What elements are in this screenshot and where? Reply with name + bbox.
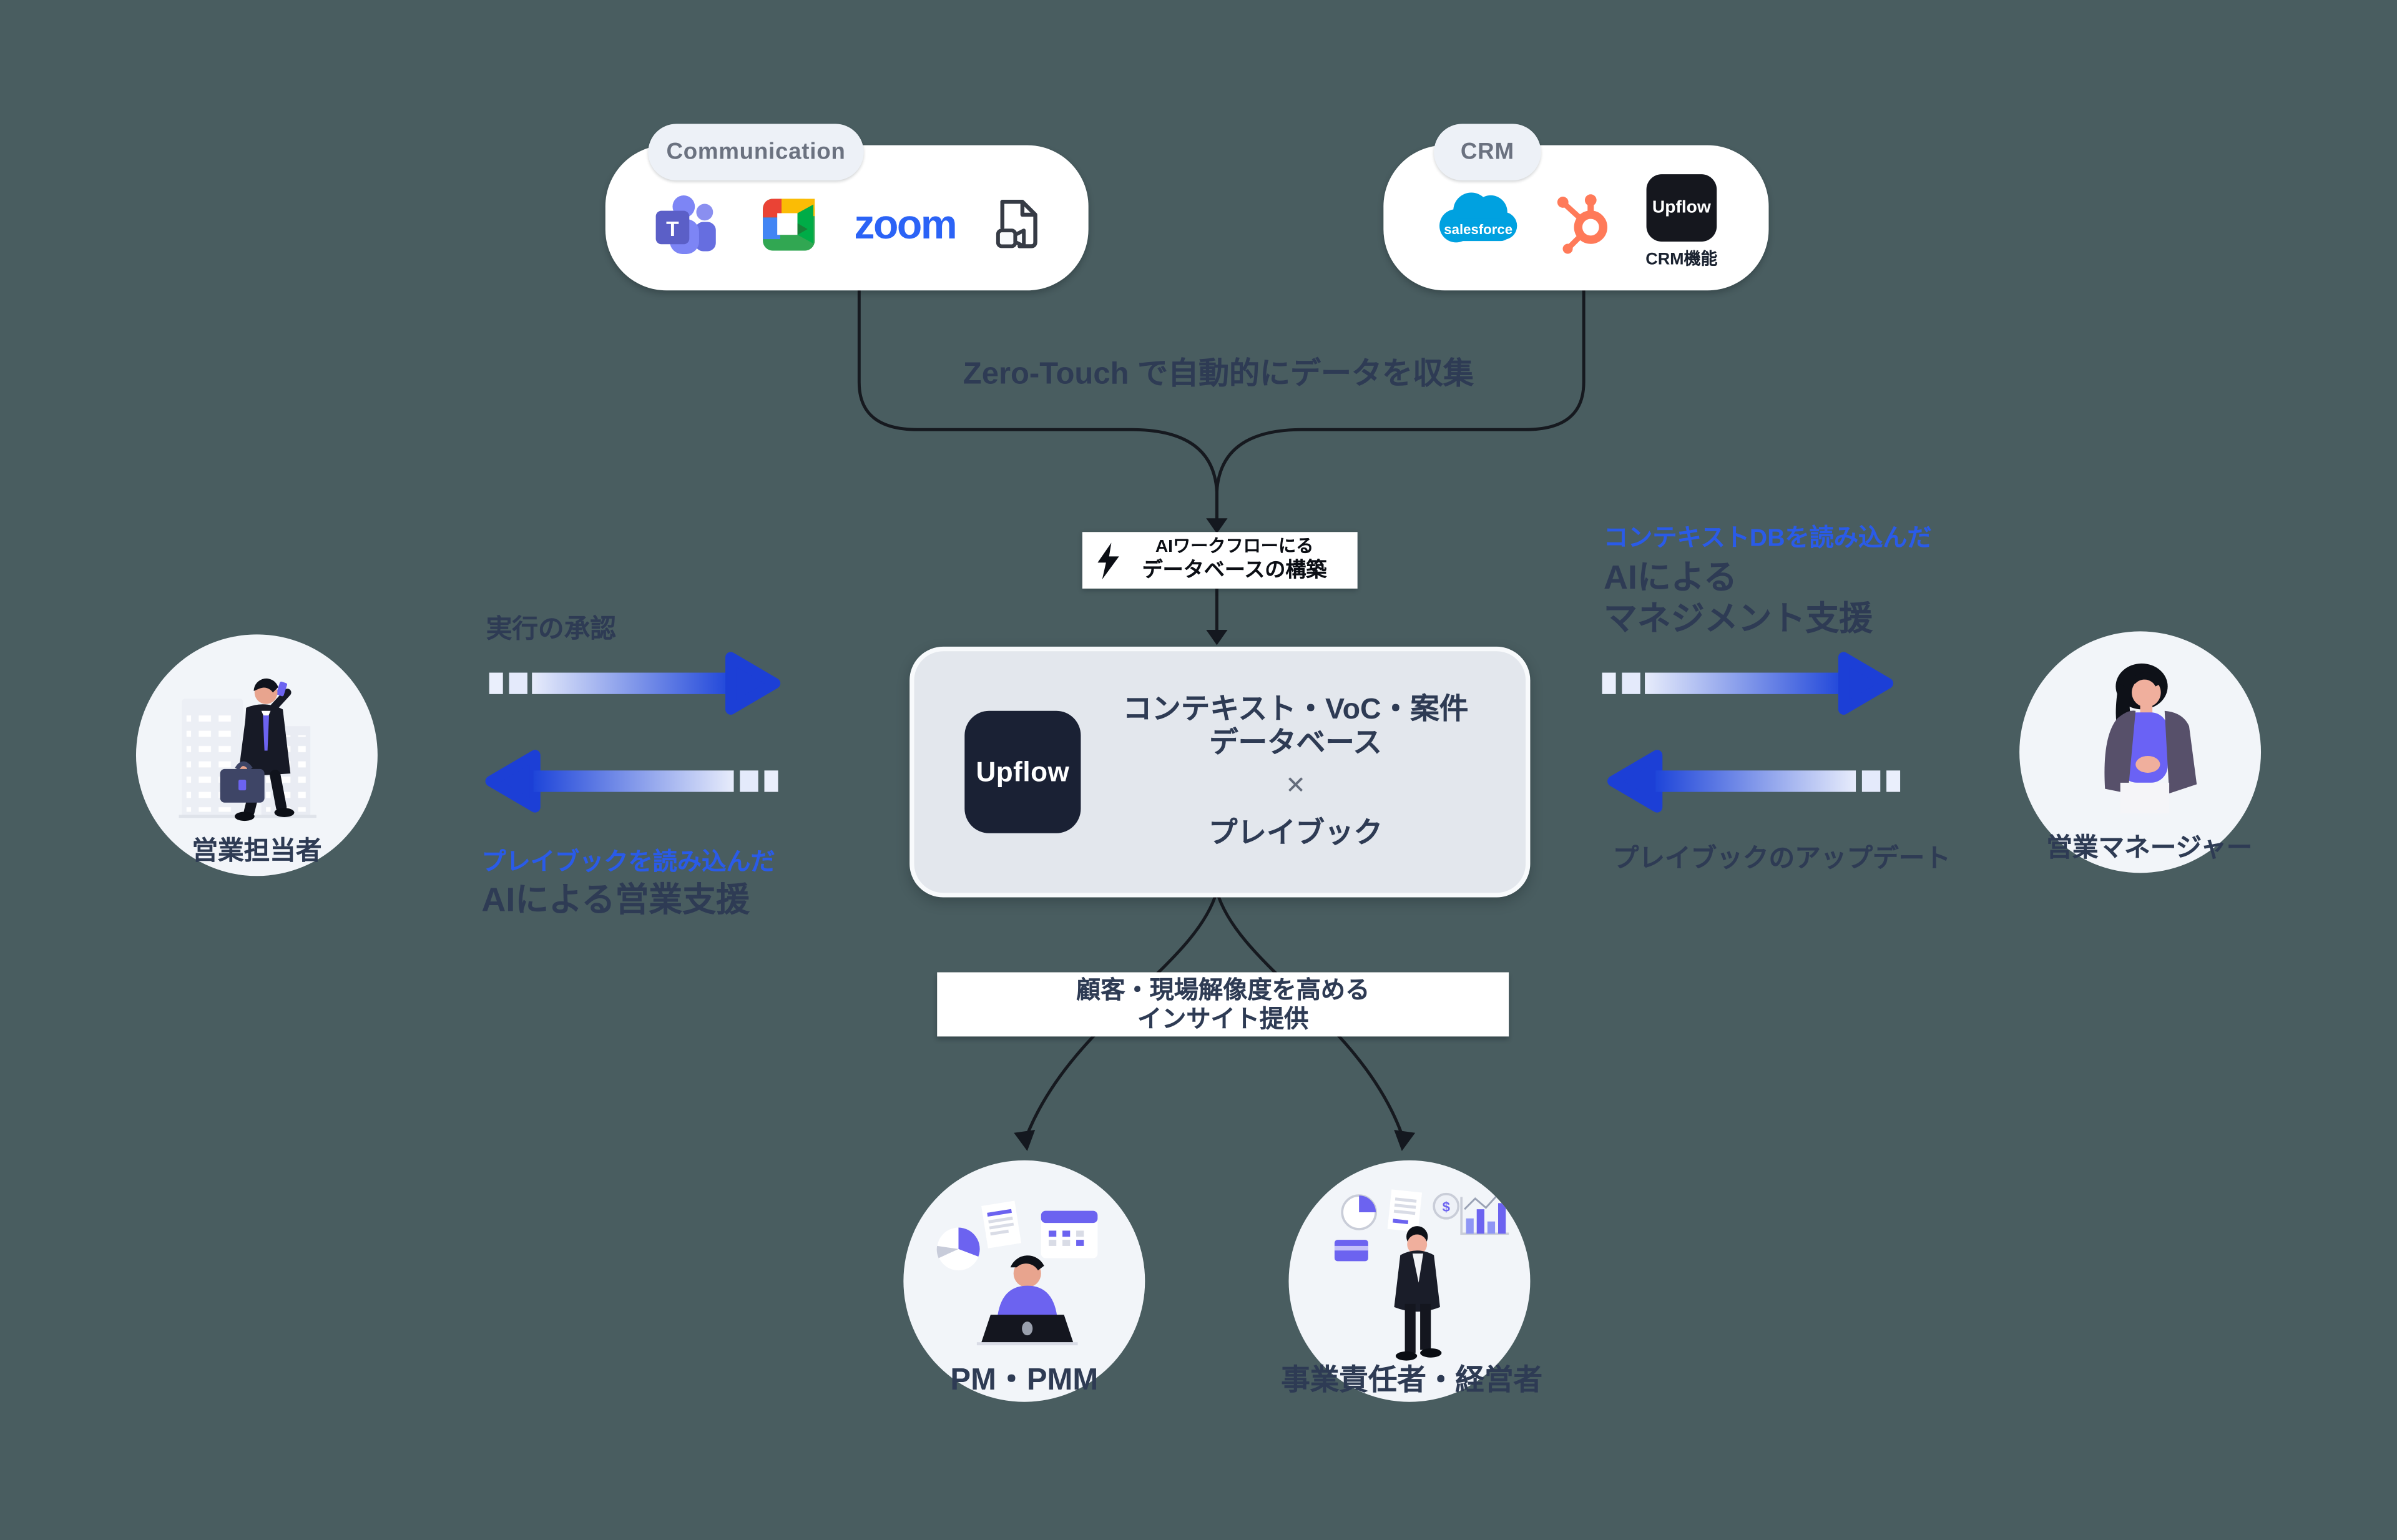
sales-manager-circle xyxy=(2019,631,2262,873)
arrowhead-into-badge xyxy=(1206,518,1228,534)
upflow-crm-caption: CRM機能 xyxy=(1645,250,1718,268)
top-connectors xyxy=(857,290,1586,635)
collect-caption: Zero-Touch で自動的にデータを収集 xyxy=(963,358,1474,391)
lightning-icon xyxy=(1097,542,1119,579)
pm-illustration xyxy=(936,1200,1098,1346)
exec-illustration: $ xyxy=(1334,1189,1509,1361)
multiply-sign: ✕ xyxy=(1285,772,1306,799)
center-box-text: コンテキスト・VoC・案件 データベース ✕ プレイブック xyxy=(1081,694,1526,851)
left-back-arrow xyxy=(485,750,778,813)
svg-text:$: $ xyxy=(1443,1199,1450,1215)
exec-label: 事業責任者・経営者 xyxy=(1281,1365,1543,1398)
center-database-box: Upflow コンテキスト・VoC・案件 データベース ✕ プレイブック xyxy=(909,646,1531,898)
insight-banner: 顧客・現場解像度を高める インサイト提供 xyxy=(937,972,1509,1037)
right-back-arrow xyxy=(1607,750,1901,813)
svg-text:salesforce: salesforce xyxy=(1444,222,1513,237)
arrowhead-into-centerbox xyxy=(1206,629,1228,645)
management-line1: AIによる xyxy=(1603,557,1737,597)
pm-circle xyxy=(903,1160,1145,1402)
upflow-logo: Upflow xyxy=(964,710,1081,833)
hubspot-icon xyxy=(1557,194,1609,254)
arrowhead-into-exec xyxy=(1394,1130,1416,1151)
sales-rep-circle xyxy=(135,634,378,876)
sales-manager-label: 営業マネージャー xyxy=(2046,833,2253,863)
context-label-accent: コンテキストDBを読み込んだ xyxy=(1603,526,1932,552)
exec-circle: $ xyxy=(1288,1160,1531,1402)
communication-icons: T zoom xyxy=(605,165,1089,284)
support-label-accent: プレイブックを読み込んだ xyxy=(481,850,775,876)
management-line2: マネジメント支援 xyxy=(1603,599,1873,638)
playbook-update-label: プレイブックのアップデート xyxy=(1612,843,1951,873)
approve-label: 実行の承認 xyxy=(486,614,616,644)
crm-icons: salesforce Upflow CRM機能 xyxy=(1383,159,1768,285)
upflow-crm-icon: Upflow CRM機能 xyxy=(1645,173,1718,270)
crm-label: CRM xyxy=(1460,139,1514,165)
ai-workflow-badge: AIワークフローにる データベースの構築 xyxy=(1082,532,1358,589)
ai-workflow-text: AIワークフローにる データベースの構築 xyxy=(1142,537,1327,582)
upflow-crm-logo: Upflow xyxy=(1646,173,1717,241)
arrowhead-into-pm xyxy=(1014,1130,1036,1151)
microsoft-teams-icon: T xyxy=(655,195,716,254)
sales-rep-label: 営業担当者 xyxy=(192,836,322,866)
pm-label: PM・PMM xyxy=(950,1363,1099,1398)
sales-rep-illustration xyxy=(179,678,316,821)
communication-label: Communication xyxy=(666,139,846,165)
left-forward-arrow xyxy=(489,652,781,715)
svg-text:T: T xyxy=(666,218,679,241)
communication-pill: Communication xyxy=(648,124,864,180)
google-meet-icon xyxy=(762,199,815,251)
right-forward-arrow xyxy=(1602,652,1894,715)
salesforce-icon: salesforce xyxy=(1440,192,1518,243)
crm-pill: CRM xyxy=(1434,124,1541,180)
sales-manager-illustration xyxy=(2104,663,2197,813)
zoom-logo: zoom xyxy=(854,201,957,247)
video-file-icon xyxy=(996,200,1038,248)
support-label: AIによる営業支援 xyxy=(481,880,750,919)
